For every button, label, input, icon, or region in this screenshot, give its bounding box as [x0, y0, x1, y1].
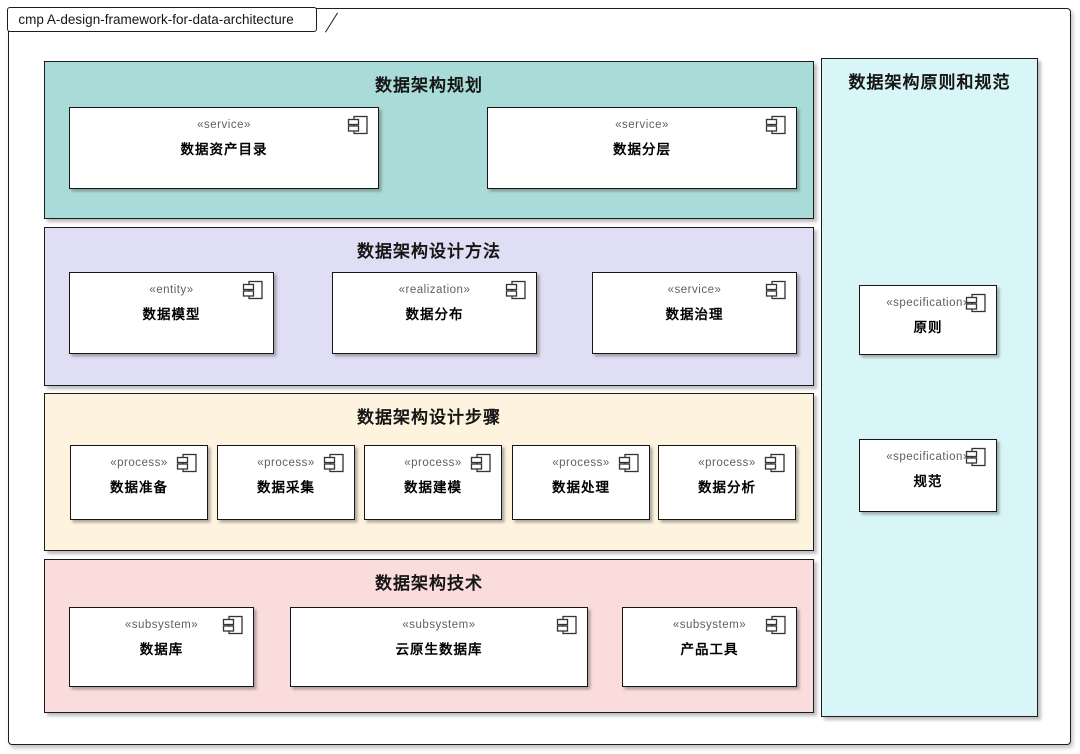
uml-component-icon	[242, 280, 263, 300]
uml-component-icon	[323, 453, 344, 473]
component-stereotype: «subsystem»	[672, 619, 747, 631]
component-stereotype: «entity»	[149, 284, 194, 296]
component-name: 数据模型	[142, 307, 201, 322]
panel-title: 数据架构原则和规范	[848, 73, 1011, 92]
band-title: 数据架构技术	[375, 574, 483, 593]
component-name: 产品工具	[680, 642, 739, 657]
component-principles[interactable]: «specification» 原则	[859, 285, 997, 355]
frame-tab-notch	[325, 12, 339, 33]
uml-component-icon	[765, 280, 786, 300]
component-data-collection[interactable]: «process» 数据采集	[217, 445, 355, 520]
uml-component-icon	[764, 453, 785, 473]
component-name: 云原生数据库	[395, 642, 483, 657]
component-name: 数据建模	[404, 480, 462, 495]
band-design-methods: 数据架构设计方法 «entity» 数据模型 «realization» 数据分…	[44, 227, 814, 386]
component-stereotype: «process»	[404, 457, 462, 469]
component-specifications[interactable]: «specification» 规范	[859, 439, 997, 512]
component-stereotype: «service»	[615, 119, 669, 131]
component-database[interactable]: «subsystem» 数据库	[69, 607, 254, 687]
component-data-processing[interactable]: «process» 数据处理	[512, 445, 650, 520]
uml-component-icon	[965, 447, 986, 467]
component-name: 规范	[913, 474, 943, 489]
component-data-distribution[interactable]: «realization» 数据分布	[332, 272, 537, 354]
component-name: 数据采集	[257, 480, 315, 495]
component-stereotype: «realization»	[398, 284, 471, 296]
uml-component-icon	[176, 453, 197, 473]
uml-component-icon	[505, 280, 526, 300]
component-stereotype: «process»	[698, 457, 756, 469]
uml-component-icon	[347, 115, 368, 135]
component-stereotype: «specification»	[886, 297, 970, 309]
frame-tab: cmp A-design-framework-for-data-architec…	[7, 7, 318, 33]
component-stereotype: «service»	[667, 284, 722, 296]
uml-component-icon	[470, 453, 491, 473]
component-name: 数据处理	[552, 480, 610, 495]
panel-principles-and-specifications: 数据架构原则和规范 «specification» 原则 «specificat…	[821, 58, 1038, 717]
band-title: 数据架构设计步骤	[357, 408, 501, 427]
component-data-asset-catalog[interactable]: «service» 数据资产目录	[69, 107, 379, 189]
component-data-preparation[interactable]: «process» 数据准备	[70, 445, 208, 520]
uml-component-icon	[765, 115, 786, 135]
component-stereotype: «specification»	[886, 451, 970, 463]
diagram-frame: cmp A-design-framework-for-data-architec…	[7, 7, 1071, 745]
component-data-modeling[interactable]: «process» 数据建模	[364, 445, 502, 520]
component-name: 数据分层	[613, 142, 671, 157]
band-data-architecture-technology: 数据架构技术 «subsystem» 数据库 «subsystem» 云原生数据…	[44, 559, 814, 713]
component-data-layering[interactable]: «service» 数据分层	[487, 107, 797, 189]
component-product-tools[interactable]: «subsystem» 产品工具	[622, 607, 797, 687]
uml-component-icon	[765, 615, 786, 635]
component-stereotype: «process»	[552, 457, 610, 469]
component-data-governance[interactable]: «service» 数据治理	[592, 272, 797, 354]
component-name: 数据准备	[110, 480, 168, 495]
component-name: 数据库	[139, 642, 184, 657]
component-name: 数据治理	[665, 307, 724, 322]
component-stereotype: «subsystem»	[124, 619, 199, 631]
component-stereotype: «service»	[197, 119, 251, 131]
band-data-architecture-planning: 数据架构规划 «service» 数据资产目录 «service» 数据分层	[44, 61, 814, 219]
uml-component-icon	[618, 453, 639, 473]
component-name: 数据分布	[405, 307, 464, 322]
component-name: 原则	[913, 320, 943, 335]
component-data-model[interactable]: «entity» 数据模型	[69, 272, 274, 354]
band-design-steps: 数据架构设计步骤 «process» 数据准备 «process» 数据采集 «…	[44, 393, 814, 551]
band-title: 数据架构规划	[375, 76, 483, 95]
component-name: 数据资产目录	[180, 142, 268, 157]
band-title: 数据架构设计方法	[357, 242, 501, 261]
uml-component-icon	[222, 615, 243, 635]
component-cloud-native-database[interactable]: «subsystem» 云原生数据库	[290, 607, 588, 687]
frame-tab-label: cmp A-design-framework-for-data-architec…	[18, 12, 294, 28]
component-stereotype: «process»	[257, 457, 315, 469]
component-name: 数据分析	[698, 480, 756, 495]
component-stereotype: «process»	[110, 457, 168, 469]
uml-component-icon	[556, 615, 577, 635]
component-stereotype: «subsystem»	[402, 619, 476, 631]
uml-component-icon	[965, 293, 986, 313]
component-data-analysis[interactable]: «process» 数据分析	[658, 445, 796, 520]
